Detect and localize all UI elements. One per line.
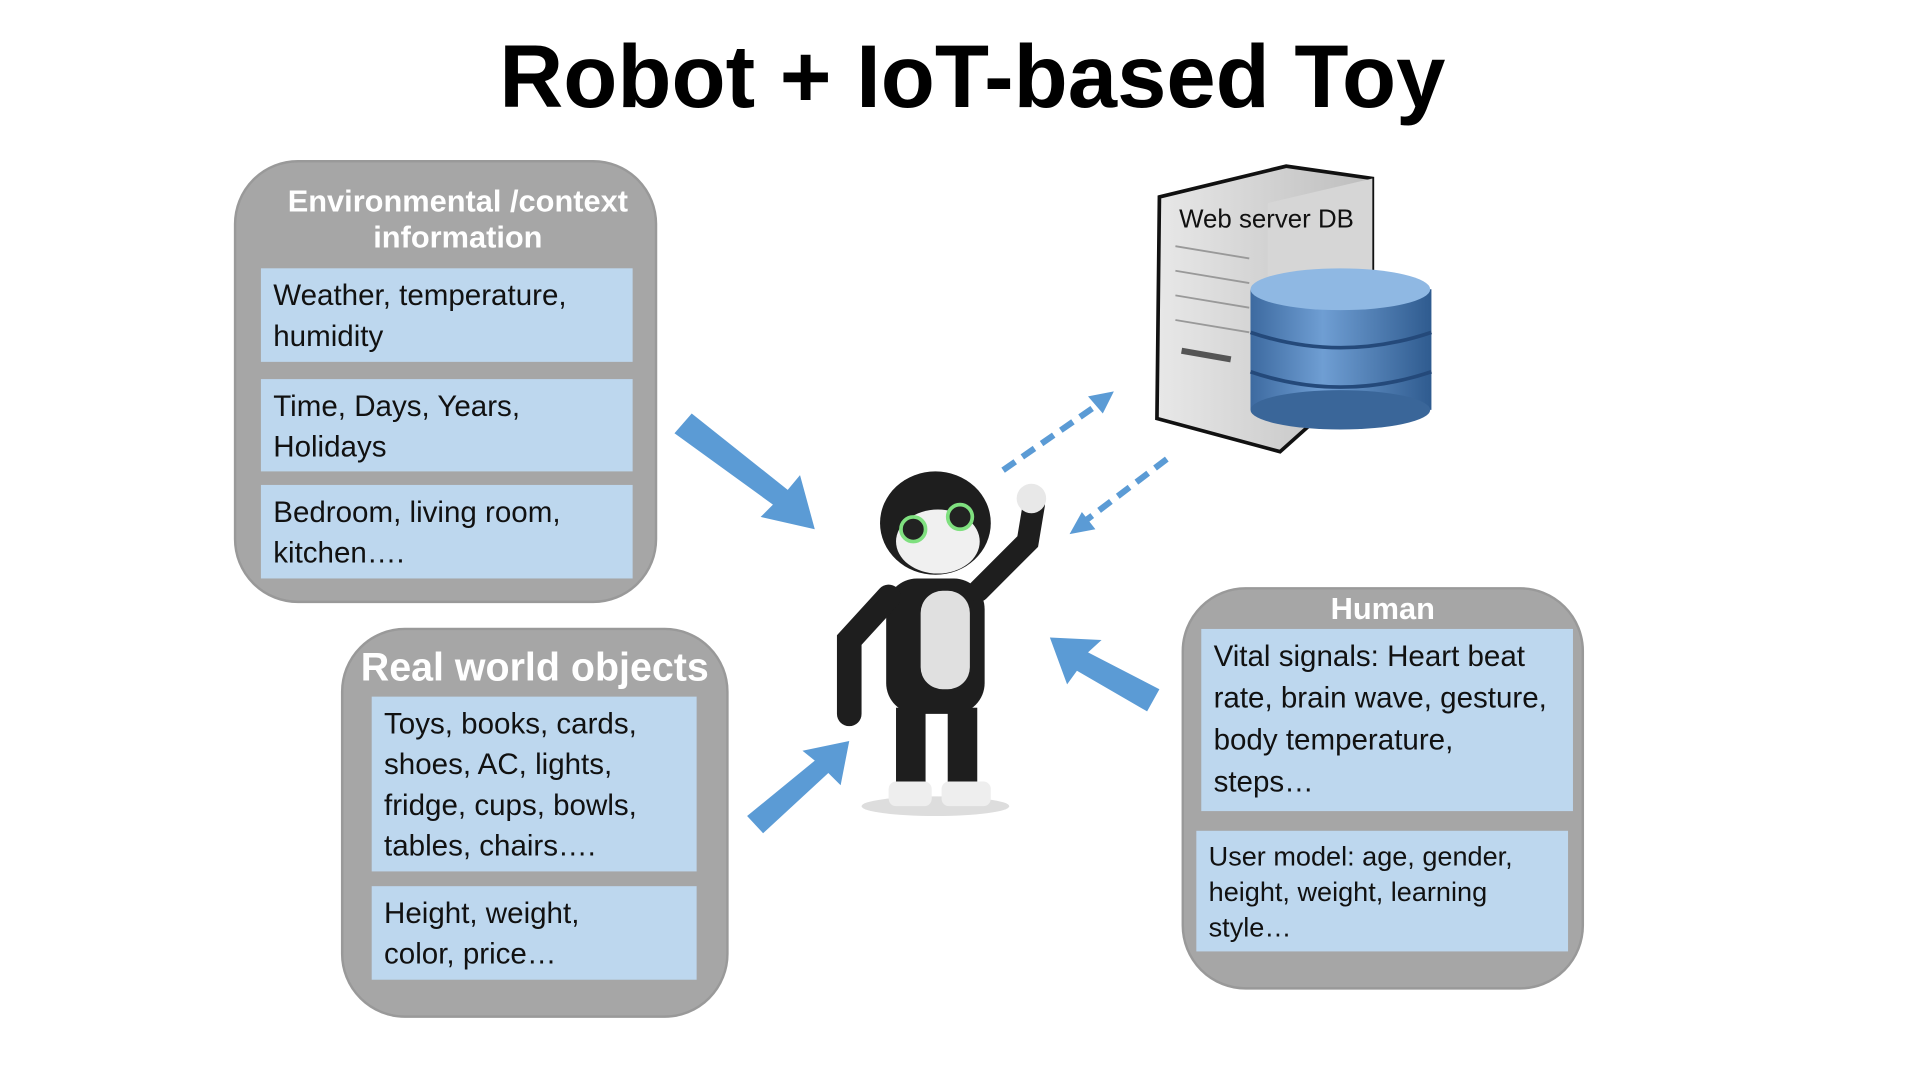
arrow-env-to-robot bbox=[674, 413, 815, 530]
environment-item: Time, Days, Years, Holidays bbox=[260, 379, 633, 472]
environment-item: Weather, temperature, humidity bbox=[260, 268, 633, 362]
human-group: Human Vital signals: Heart beat rate, br… bbox=[1181, 587, 1585, 990]
robot-icon bbox=[836, 471, 1047, 817]
human-item: Vital signals: Heart beat rate, brain wa… bbox=[1201, 628, 1573, 812]
real-world-item: Height, weight, color, price… bbox=[371, 886, 697, 980]
dashed-arrow-server-to-robot bbox=[1083, 456, 1169, 524]
arrow-human-to-robot bbox=[1049, 637, 1160, 712]
environment-header: Environmental /context information bbox=[287, 184, 628, 255]
human-header: Human bbox=[1330, 592, 1435, 627]
server-label: Web server DB bbox=[1179, 205, 1354, 234]
real-world-group: Real world objects Toys, books, cards, s… bbox=[340, 627, 729, 1018]
dashed-arrow-robot-to-server bbox=[1001, 401, 1101, 473]
real-world-header: Real world objects bbox=[360, 644, 709, 690]
slide-title: Robot + IoT-based Toy bbox=[499, 28, 1446, 127]
database-icon bbox=[1249, 268, 1433, 430]
environment-group: Environmental /context information Weath… bbox=[233, 160, 658, 604]
human-item: User model: age, gender, height, weight,… bbox=[1196, 830, 1569, 952]
arrows bbox=[674, 413, 1160, 834]
arrow-objects-to-robot bbox=[747, 740, 850, 834]
environment-item: Bedroom, living room, kitchen…. bbox=[260, 484, 633, 579]
real-world-item: Toys, books, cards, shoes, AC, lights, f… bbox=[371, 696, 697, 872]
